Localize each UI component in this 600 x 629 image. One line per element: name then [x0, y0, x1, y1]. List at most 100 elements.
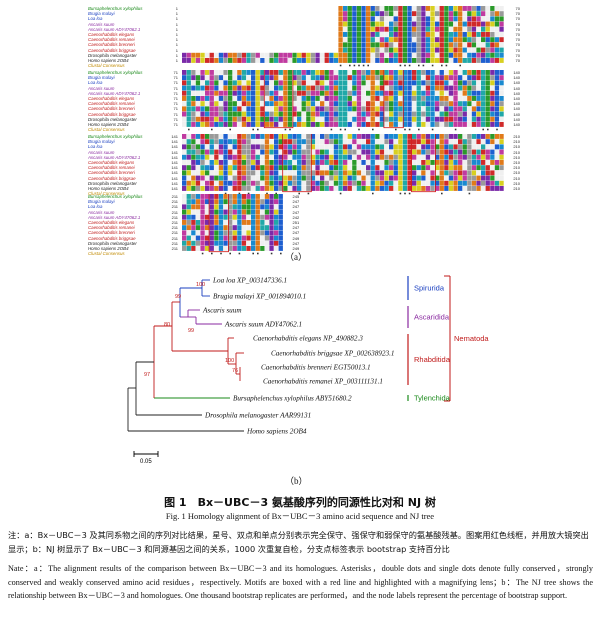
residue-cell — [255, 52, 260, 58]
residue-cell — [448, 58, 454, 63]
residue-cell — [379, 75, 385, 81]
residue-cell — [186, 230, 191, 236]
residue-cell — [361, 26, 366, 32]
residue-cell — [444, 175, 449, 181]
residue-cell — [214, 175, 219, 181]
residue-cell — [389, 6, 394, 11]
residue-cell — [333, 144, 339, 150]
residue-cell — [448, 52, 454, 58]
residue-cell — [278, 75, 283, 81]
residue-cell — [458, 42, 463, 48]
residue-cell — [439, 170, 444, 176]
residue-cell — [467, 11, 472, 17]
residue-cell — [333, 116, 339, 122]
residue-cell — [237, 175, 242, 181]
residue-cell — [352, 32, 357, 37]
residue-cell — [232, 209, 237, 215]
residue-cell — [430, 186, 435, 191]
residue-cell — [375, 47, 380, 53]
residue-cell — [453, 96, 458, 101]
residue-cell — [223, 214, 228, 220]
residue-cell — [393, 70, 398, 75]
residue-cell — [375, 154, 380, 160]
residue-cell — [352, 16, 357, 22]
residue-cell — [218, 246, 224, 251]
residue-cell — [481, 160, 486, 165]
residue-cell — [485, 58, 490, 63]
residue-cell — [260, 204, 265, 210]
residue-cell — [375, 106, 380, 112]
residue-cell — [412, 154, 417, 160]
residue-cell — [297, 180, 302, 186]
residue-cell — [264, 220, 270, 225]
residue-cell — [205, 90, 210, 96]
residue-cell — [186, 149, 191, 155]
residue-cell — [481, 139, 486, 145]
residue-cell — [375, 37, 380, 43]
residue-cell — [214, 52, 219, 58]
residue-cell — [471, 42, 477, 48]
residue-cell — [485, 37, 490, 43]
residue-cell — [324, 122, 329, 127]
residue-cell — [412, 47, 417, 53]
residue-cell — [223, 170, 228, 176]
residue-cell — [251, 175, 256, 181]
residue-cell — [241, 154, 247, 160]
residue-cell — [269, 204, 274, 210]
residue-cell — [421, 111, 426, 117]
residue-cell — [485, 170, 490, 176]
residue-cell — [370, 6, 375, 11]
residue-cell — [320, 122, 325, 127]
residue-cell — [232, 70, 237, 75]
residue-cell — [255, 144, 260, 150]
residue-cell — [471, 111, 477, 117]
residue-cell — [499, 170, 504, 176]
residue-cell — [200, 186, 205, 191]
residue-cell — [260, 134, 265, 139]
residue-cell — [393, 42, 398, 48]
residue-cell — [393, 186, 398, 191]
residue-cell — [453, 37, 458, 43]
consensus-mark — [307, 192, 310, 195]
residue-cell — [416, 85, 421, 91]
residue-cell — [389, 122, 394, 127]
residue-cell — [191, 144, 196, 150]
residue-cell — [274, 194, 279, 199]
residue-cell — [246, 160, 251, 165]
residue-cell — [407, 149, 412, 155]
residue-cell — [467, 58, 472, 63]
residue-cell — [186, 90, 191, 96]
residue-cell — [228, 139, 233, 145]
residue-cell — [223, 96, 228, 101]
residue-cell — [324, 80, 329, 86]
start-position: 71 — [173, 85, 178, 91]
residue-cell — [352, 42, 357, 48]
residue-cell — [453, 122, 458, 127]
end-position: 140 — [513, 106, 520, 112]
residue-cell — [182, 139, 187, 145]
residue-cell — [481, 26, 486, 32]
residue-cell — [269, 134, 274, 139]
residue-cell — [218, 160, 224, 165]
residue-cell — [205, 101, 210, 107]
residue-cell — [448, 47, 454, 53]
residue-cell — [416, 170, 421, 176]
residue-cell — [416, 101, 421, 107]
consensus-mark — [349, 64, 351, 67]
residue-cell — [324, 154, 329, 160]
residue-cell — [347, 58, 352, 63]
residue-cell — [389, 26, 394, 32]
start-position: 211 — [171, 204, 178, 210]
residue-cell — [214, 194, 219, 199]
residue-cell — [338, 122, 343, 127]
residue-cell — [444, 180, 449, 186]
residue-cell — [356, 160, 362, 165]
residue-cell — [287, 186, 293, 191]
residue-cell — [370, 139, 375, 145]
species-label: Brugia malayi — [88, 11, 115, 17]
residue-cell — [246, 144, 251, 150]
residue-cell — [453, 149, 458, 155]
start-position: 1 — [175, 6, 178, 11]
residue-cell — [223, 240, 228, 246]
residue-cell — [375, 32, 380, 37]
